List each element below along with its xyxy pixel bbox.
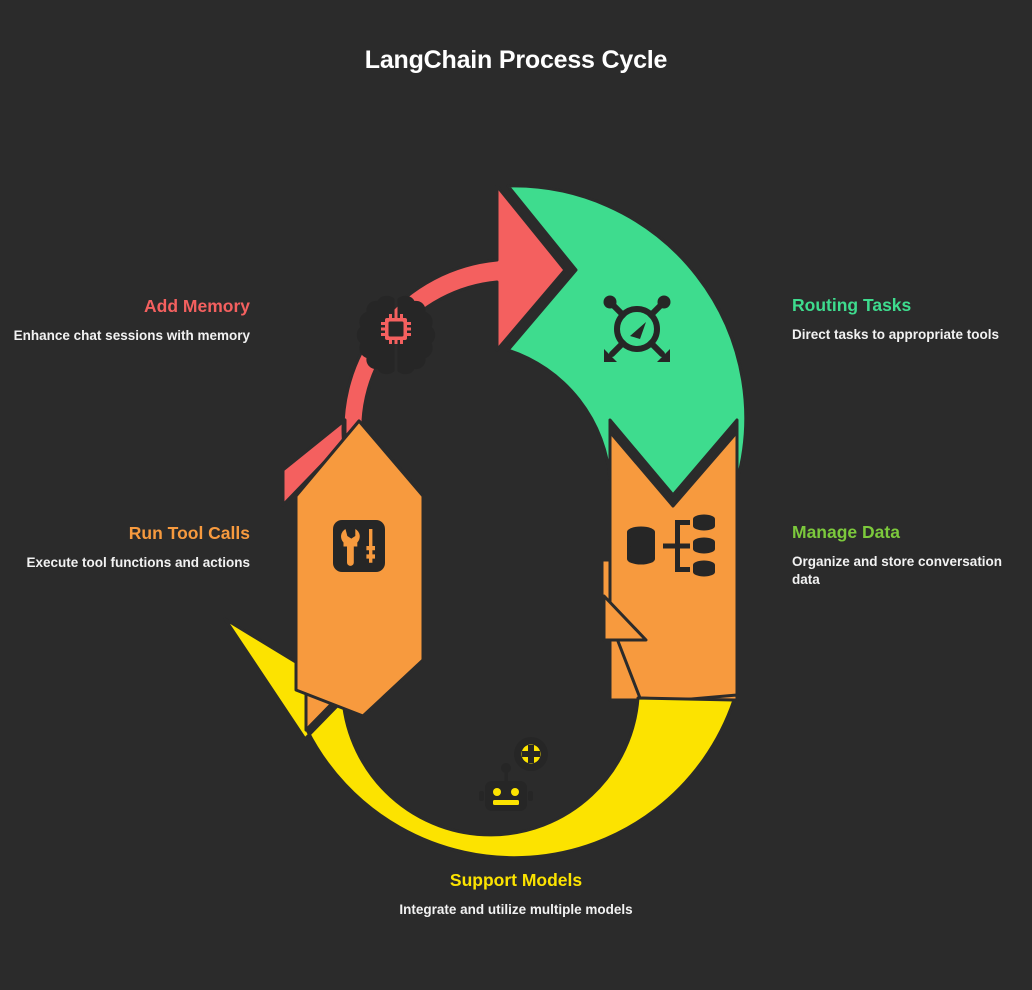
label-support-models-title: Support Models [449, 870, 583, 890]
brain-circuit-icon [356, 295, 436, 375]
tools-wrench-screwdriver-icon [333, 520, 385, 572]
robot-plus-icon [479, 737, 548, 811]
arrow-routing-tasks [506, 184, 748, 497]
label-routing-tasks-description: Direct tasks to appropriate tools [792, 326, 1000, 342]
segment-routing-tasks[interactable] [506, 184, 748, 497]
arrow-support-models [223, 617, 736, 860]
label-routing-tasks-title: Routing Tasks [792, 295, 912, 315]
segment-run-tool-calls[interactable] [294, 419, 425, 732]
segment-support-models[interactable] [223, 617, 736, 860]
page-title: LangChain Process Cycle [364, 46, 668, 74]
label-run-tool-calls-description: Execute tool functions and actions [26, 554, 250, 570]
routing-node-icon [603, 295, 671, 362]
label-manage-data-title: Manage Data [792, 522, 900, 542]
arrow-manage-data-bottom [602, 594, 648, 642]
label-add-memory-title: Add Memory [144, 296, 250, 316]
database-branch-icon [627, 514, 715, 577]
label-manage-data[interactable]: Manage Data Organize and store conversat… [792, 522, 1032, 590]
label-add-memory[interactable]: Add Memory Enhance chat sessions with me… [10, 296, 250, 345]
label-run-tool-calls[interactable]: Run Tool Calls Execute tool functions an… [10, 523, 250, 572]
label-manage-data-description: Organize and store conversation data [792, 553, 1003, 588]
label-support-models-description: Integrate and utilize multiple models [399, 901, 633, 917]
segment-manage-data[interactable] [600, 430, 739, 702]
label-run-tool-calls-title: Run Tool Calls [128, 523, 250, 543]
label-routing-tasks[interactable]: Routing Tasks Direct tasks to appropriat… [792, 295, 1032, 344]
label-support-models[interactable]: Support Models Integrate and utilize mul… [396, 870, 636, 919]
label-add-memory-description: Enhance chat sessions with memory [13, 327, 250, 343]
